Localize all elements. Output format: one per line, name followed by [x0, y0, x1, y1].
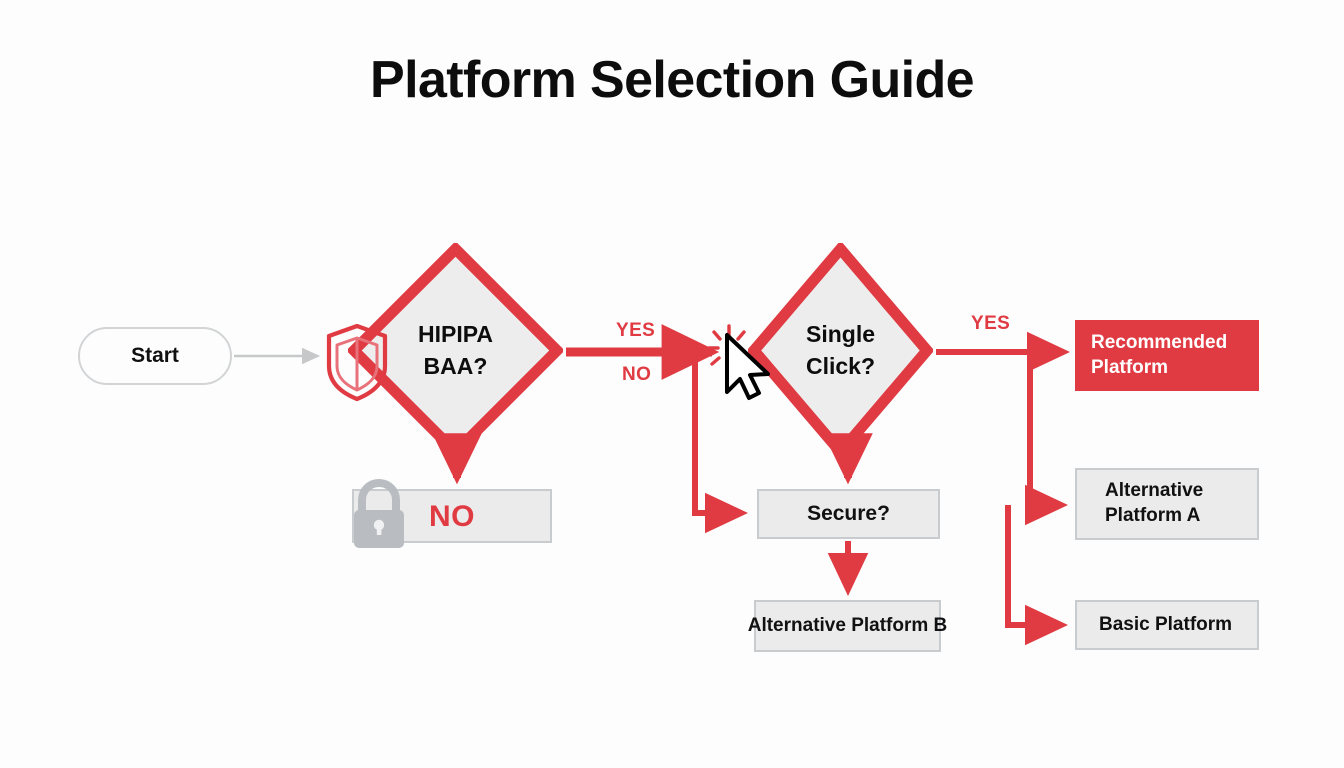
node-result-basic[interactable]: Basic Platform: [1075, 600, 1259, 650]
result-recommended-line1: Recommended: [1091, 331, 1228, 353]
shield-icon: [326, 323, 388, 402]
result-alt-b-label: Alternative Platform B: [747, 614, 948, 636]
lock-icon: [354, 478, 404, 548]
edge-branch-to-basic: [1005, 505, 1069, 646]
node-step-secure[interactable]: Secure?: [757, 489, 940, 539]
start-label: Start: [131, 344, 179, 367]
node-result-recommended[interactable]: Recommended Platform: [1075, 320, 1259, 391]
edge-branch-to-alta: [1024, 354, 1069, 526]
cursor-pointer-icon: [725, 333, 770, 400]
edge-label-no-hipaa: NO: [622, 364, 652, 385]
node-result-alt-a[interactable]: Alternative Platform A: [1075, 468, 1259, 540]
result-alt-a-line1: Alternative: [1105, 480, 1204, 502]
node-start[interactable]: Start: [78, 327, 232, 385]
result-basic-label: Basic Platform: [1099, 613, 1233, 635]
page-title: Platform Selection Guide: [370, 51, 975, 109]
edge-label-yes-hipaa: YES: [616, 320, 656, 341]
edge-label-yes-single-click: YES: [971, 313, 1011, 334]
result-alt-a-line2: Platform A: [1105, 505, 1201, 526]
node-result-alt-b[interactable]: Alternative Platform B: [748, 600, 947, 652]
edge-hipaa-no-to-secure: [692, 356, 749, 534]
result-recommended-line2: Platform: [1091, 356, 1169, 378]
step-secure-label: Secure?: [807, 502, 890, 526]
result-no-label: NO: [429, 499, 475, 533]
